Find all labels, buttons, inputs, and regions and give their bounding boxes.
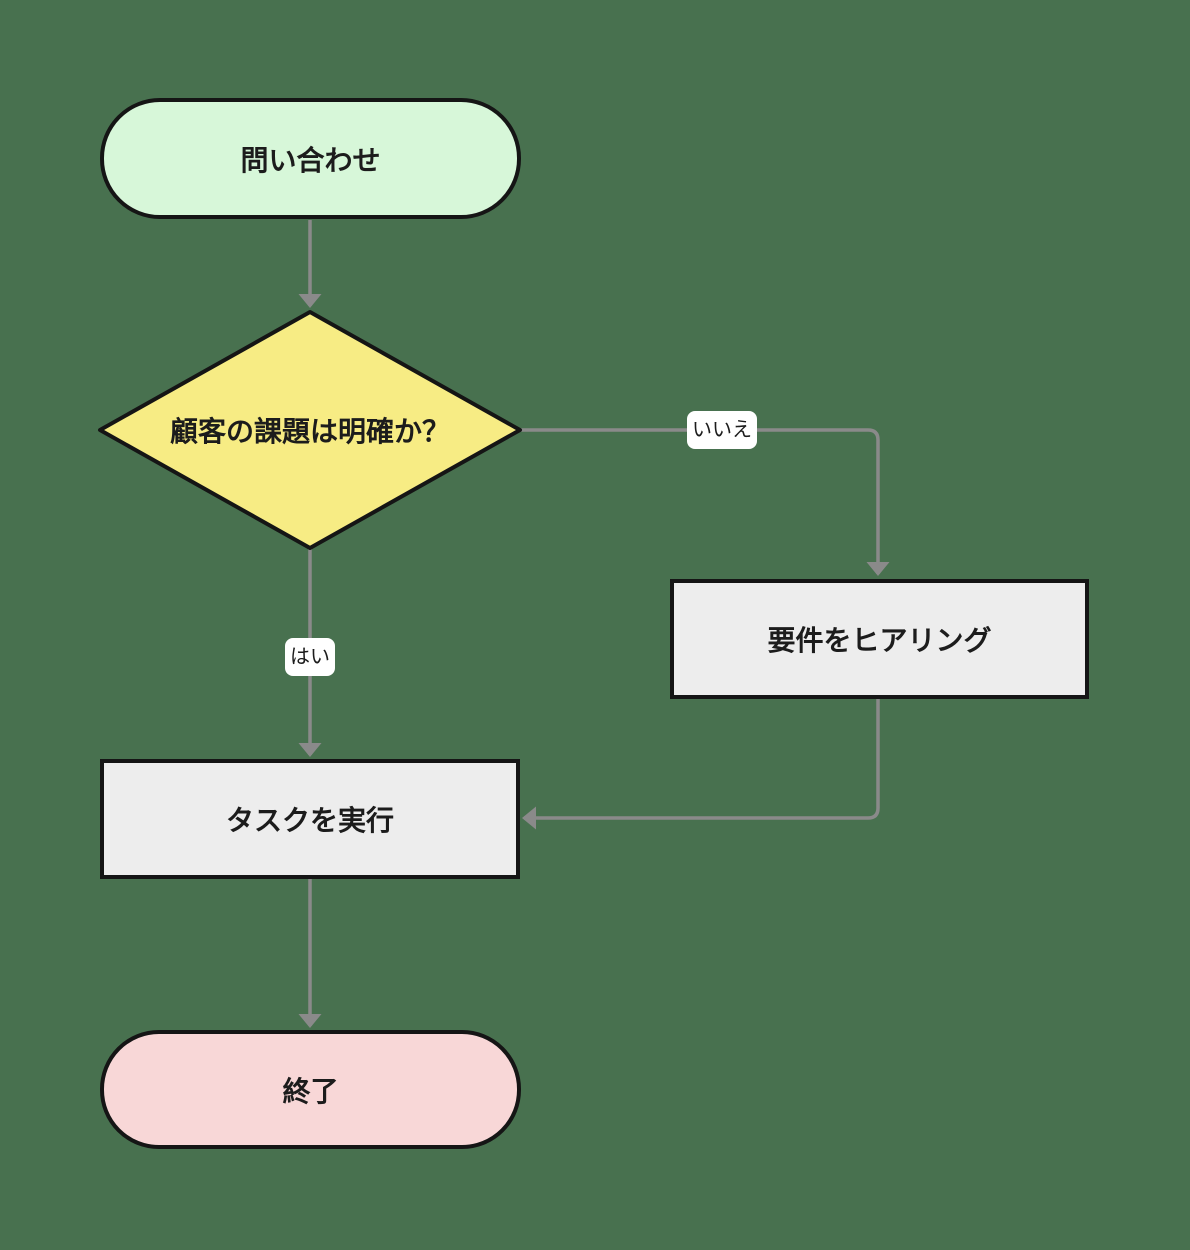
node-decision-shape (98, 310, 522, 550)
node-task-shape (100, 759, 520, 879)
node-end-shape (100, 1030, 521, 1149)
edge-decision-to-hearing (521, 428, 890, 576)
edge-label-yes: はい (285, 638, 335, 676)
edge-label-no: いいえ (687, 411, 757, 449)
node-hearing-shape (670, 579, 1089, 699)
edge-hearing-to-task (522, 698, 880, 830)
node-start-shape (100, 98, 521, 219)
